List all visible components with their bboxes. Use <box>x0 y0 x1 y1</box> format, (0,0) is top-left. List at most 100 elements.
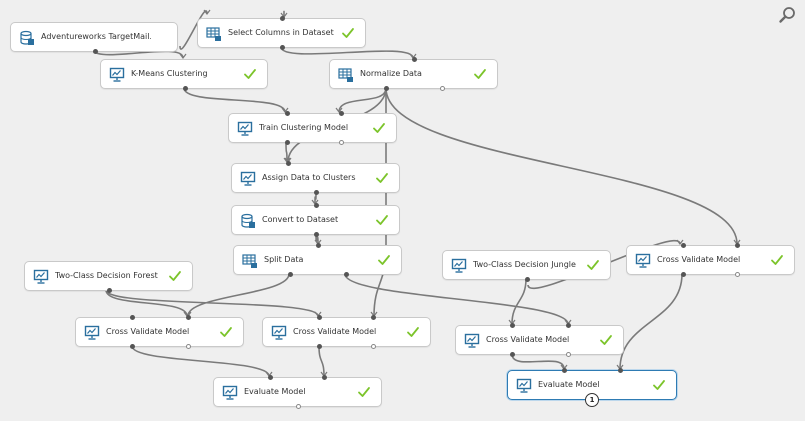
module-convert-to-dataset[interactable]: Convert to Dataset <box>231 203 400 237</box>
module-label: Two-Class Decision Jungle <box>473 260 576 269</box>
input-port[interactable] <box>566 323 571 328</box>
model-icon <box>240 171 256 187</box>
input-port[interactable] <box>286 161 291 166</box>
model-icon <box>222 385 238 401</box>
module-select-columns[interactable]: Select Columns in Dataset <box>197 16 366 50</box>
module-adventureworks-targetmail[interactable]: Adventureworks TargetMail... <box>10 22 178 54</box>
module-label: Split Data <box>264 255 304 264</box>
edge-select-normalize[interactable] <box>280 46 414 59</box>
input-port[interactable] <box>280 16 285 21</box>
module-cross-validate-model-left[interactable]: Cross Validate Model <box>75 315 244 349</box>
edge-forest-cvmid[interactable] <box>105 289 319 317</box>
edge-cvmid-evalleft[interactable] <box>318 345 325 377</box>
input-port[interactable] <box>681 243 686 248</box>
search-button[interactable] <box>778 5 798 25</box>
dataset-icon <box>240 213 256 229</box>
output-count-badge[interactable]: 1 <box>585 393 599 407</box>
input-port[interactable] <box>618 368 623 373</box>
input-port[interactable] <box>322 375 327 380</box>
module-evaluate-model-left[interactable]: Evaluate Model <box>213 375 382 409</box>
edge-split-cvleft[interactable] <box>187 273 290 317</box>
input-port[interactable] <box>412 57 417 62</box>
input-port[interactable] <box>735 243 740 248</box>
output-port[interactable] <box>384 86 389 91</box>
edge-train-assign[interactable] <box>285 141 288 163</box>
input-port[interactable] <box>268 375 273 380</box>
output-port[interactable] <box>371 344 376 349</box>
module-label: Train Clustering Model <box>259 123 349 132</box>
input-port[interactable] <box>314 203 319 208</box>
module-cross-validate-model-right[interactable]: Cross Validate Model <box>626 243 795 277</box>
module-split-data[interactable]: Split Data <box>233 243 402 277</box>
output-port[interactable] <box>93 49 98 54</box>
output-port[interactable] <box>735 272 740 277</box>
input-port[interactable] <box>316 243 321 248</box>
module-label: Cross Validate Model <box>293 327 377 336</box>
input-port[interactable] <box>186 315 191 320</box>
output-port[interactable] <box>288 272 293 277</box>
edge-forest-cvleft[interactable] <box>105 289 188 317</box>
model-icon <box>84 325 100 341</box>
module-normalize-data[interactable]: Normalize Data <box>329 57 498 91</box>
output-port[interactable] <box>510 352 515 357</box>
edge-kmeans-train[interactable] <box>183 87 286 113</box>
module-cross-validate-model-jungle[interactable]: Cross Validate Model <box>455 323 624 357</box>
check-icon <box>341 26 355 40</box>
module-label: Cross Validate Model <box>106 327 190 336</box>
module-kmeans-clustering[interactable]: K-Means Clustering <box>100 59 268 91</box>
input-port[interactable] <box>317 315 322 320</box>
module-evaluate-model-right[interactable]: Evaluate Model 1 <box>507 368 677 407</box>
output-port[interactable] <box>681 272 686 277</box>
edge-cvright-evalright[interactable] <box>619 273 683 370</box>
edge-cvleft-evalleft[interactable] <box>131 345 270 377</box>
check-icon <box>243 67 257 81</box>
input-port[interactable] <box>371 315 376 320</box>
output-port[interactable] <box>339 140 344 145</box>
input-port[interactable] <box>562 368 567 373</box>
check-icon <box>473 67 487 81</box>
model-icon <box>451 258 467 274</box>
check-icon <box>652 378 666 392</box>
output-port[interactable] <box>107 288 112 293</box>
edge-normalize-cvright[interactable] <box>385 87 738 245</box>
module-cross-validate-model-middle[interactable]: Cross Validate Model <box>262 315 431 349</box>
check-icon <box>599 333 613 347</box>
output-port[interactable] <box>440 86 445 91</box>
check-icon <box>770 253 784 267</box>
input-port[interactable] <box>339 111 344 116</box>
model-icon <box>516 378 532 394</box>
check-icon <box>377 253 391 267</box>
output-port[interactable] <box>566 352 571 357</box>
module-two-class-decision-forest[interactable]: Two-Class Decision Forest <box>24 261 193 293</box>
edge-normalize-train[interactable] <box>338 87 387 113</box>
input-port[interactable] <box>285 111 290 116</box>
output-port[interactable] <box>525 277 530 282</box>
output-port[interactable] <box>186 344 191 349</box>
input-port[interactable] <box>130 315 135 320</box>
check-icon <box>375 171 389 185</box>
module-label: Evaluate Model <box>538 380 600 389</box>
module-assign-data-to-clusters[interactable]: Assign Data to Clusters <box>231 161 400 195</box>
edge-cvjungle-evalright[interactable] <box>511 353 565 370</box>
model-icon <box>237 121 253 137</box>
module-label: Cross Validate Model <box>657 255 741 264</box>
output-port[interactable] <box>280 45 285 50</box>
output-port[interactable] <box>285 140 290 145</box>
output-port[interactable] <box>317 344 322 349</box>
module-two-class-decision-jungle[interactable]: Two-Class Decision Jungle <box>442 250 611 282</box>
module-train-clustering-model[interactable]: Train Clustering Model <box>228 111 397 145</box>
output-port[interactable] <box>314 232 319 237</box>
edge-jungle-cvjungle[interactable] <box>511 278 527 325</box>
module-label: Adventureworks TargetMail... <box>41 32 151 41</box>
magnifier-icon <box>779 7 795 23</box>
output-port[interactable] <box>130 344 135 349</box>
output-port[interactable] <box>183 86 188 91</box>
output-port[interactable] <box>344 272 349 277</box>
check-icon <box>168 269 182 283</box>
output-port[interactable] <box>296 404 301 409</box>
edge-arrowhead <box>203 9 211 15</box>
module-label: Assign Data to Clusters <box>262 173 356 182</box>
input-port[interactable] <box>510 323 515 328</box>
output-port[interactable] <box>314 190 319 195</box>
